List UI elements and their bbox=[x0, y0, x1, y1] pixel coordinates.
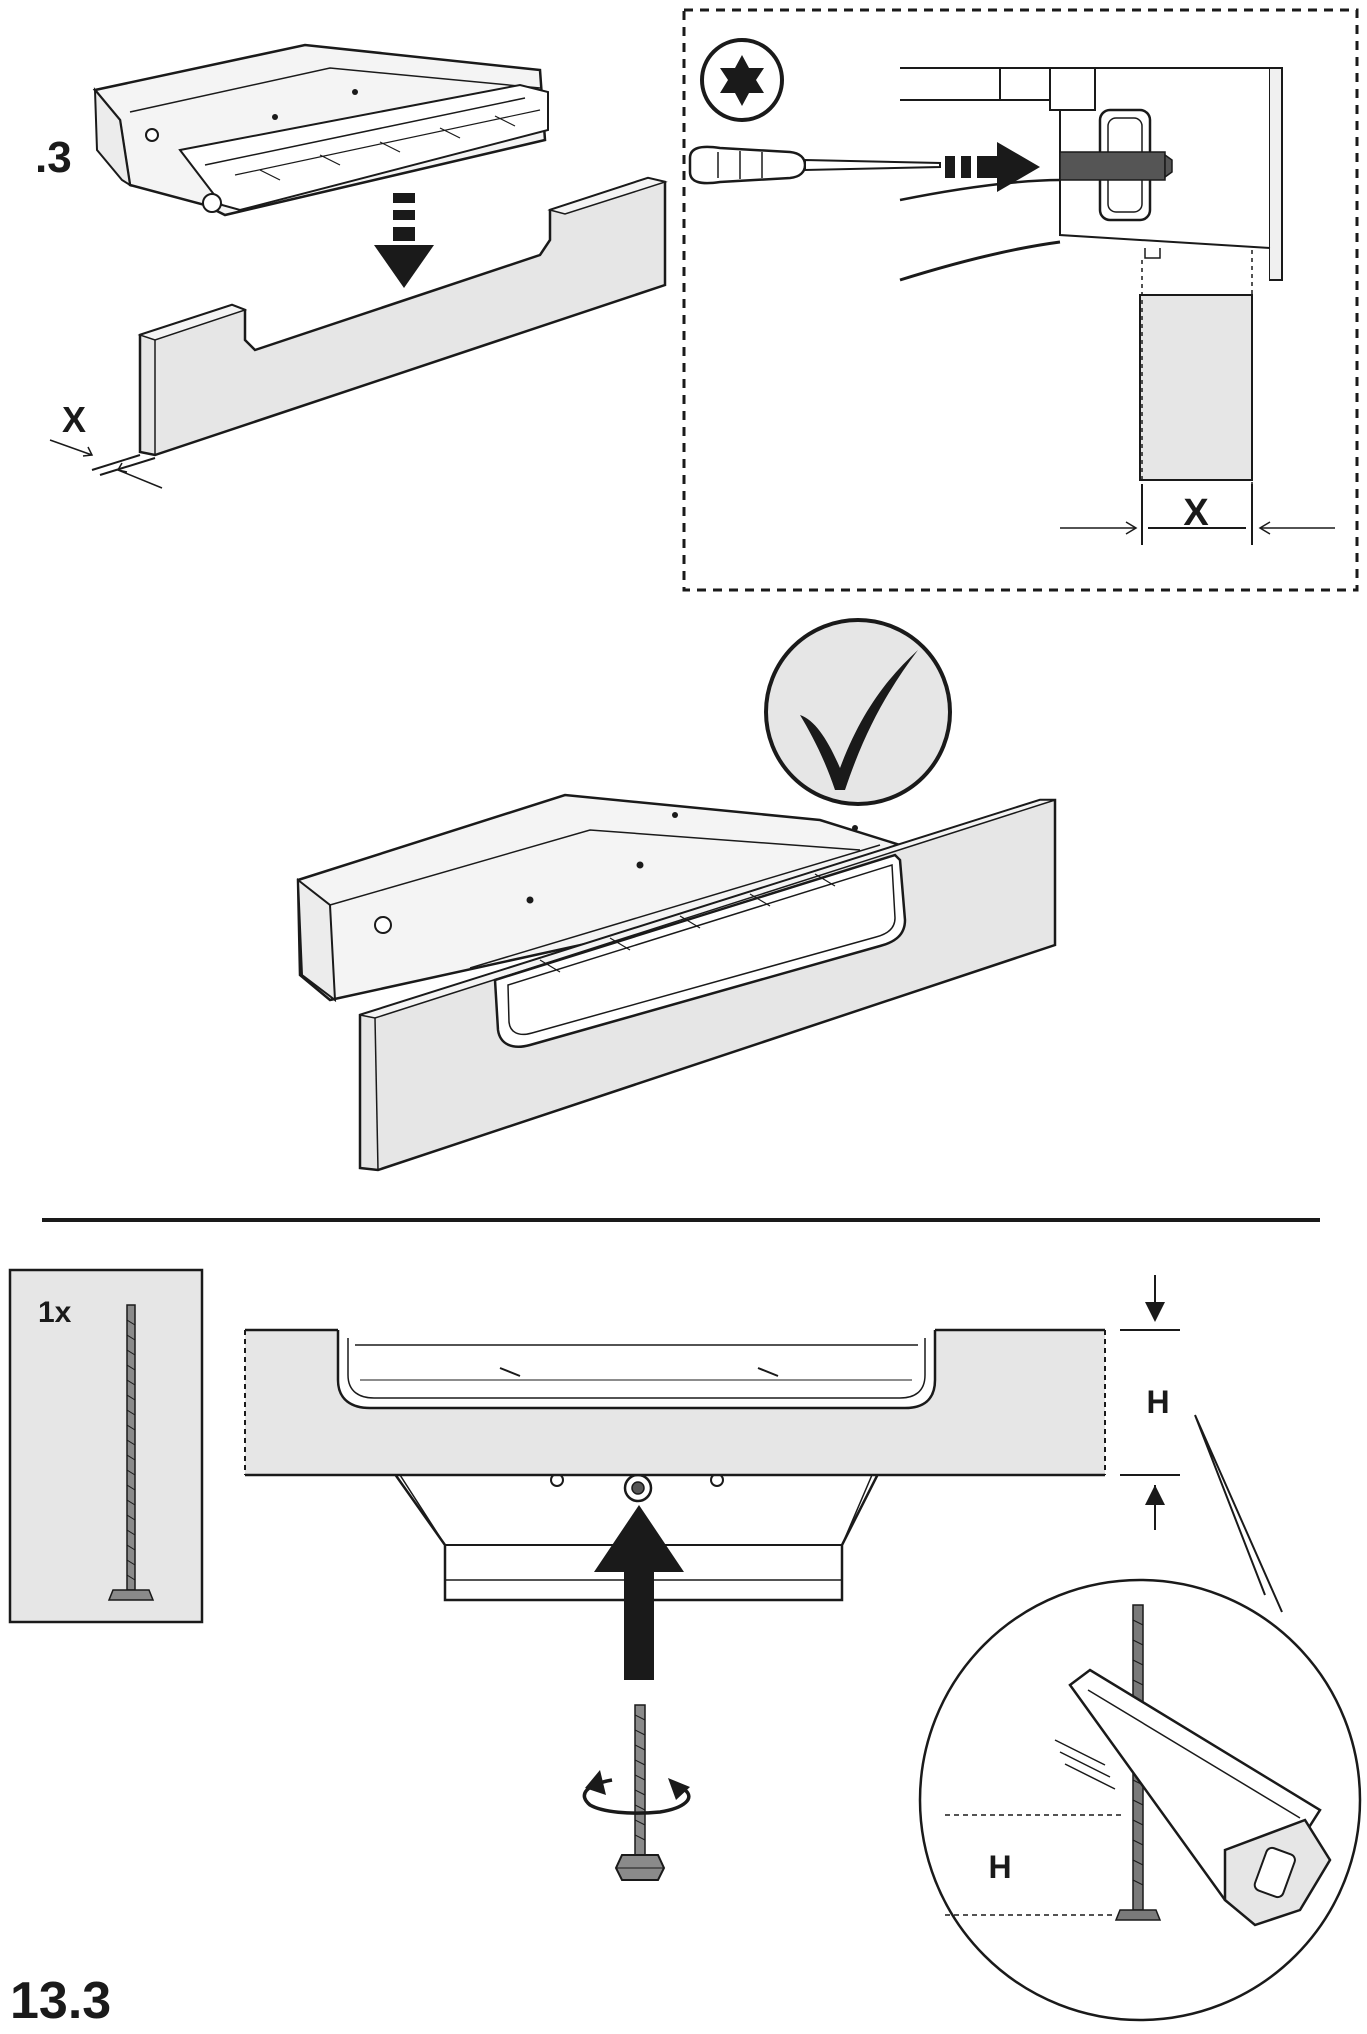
height-dimension-top: H bbox=[1120, 1275, 1180, 1530]
rotate-icon bbox=[582, 1770, 691, 1815]
bolt-cut-detail: H bbox=[918, 1414, 1362, 2022]
front-panel-elevation bbox=[244, 1328, 1106, 1477]
drawer-unit-top bbox=[92, 43, 549, 217]
thickness-dimension-left: X bbox=[49, 399, 163, 489]
hacksaw-icon bbox=[1054, 1668, 1332, 1927]
hardware-quantity-box: 1x bbox=[8, 1268, 204, 1624]
quantity-label: 1x bbox=[38, 1296, 72, 1329]
dimension-label-x-right: X bbox=[1183, 492, 1209, 534]
check-icon bbox=[764, 618, 952, 806]
front-panel-top bbox=[137, 176, 668, 457]
dimension-label-h-top: H bbox=[1146, 1384, 1169, 1420]
leveling-bolt-icon bbox=[107, 1304, 155, 1601]
cabinet-frame-detail bbox=[899, 67, 1283, 282]
panel-front-view: H bbox=[244, 1275, 1180, 1881]
height-dimension-detail: H bbox=[945, 1814, 1125, 1916]
step-fragment-label: .3 bbox=[35, 133, 72, 182]
mounted-result-illustration bbox=[296, 618, 1057, 1172]
screwdriver-icon bbox=[688, 145, 941, 185]
torx-star-icon bbox=[700, 38, 784, 122]
drawer-lowering-illustration: X .3 bbox=[35, 43, 668, 489]
dimension-label-h-detail: H bbox=[988, 1849, 1011, 1885]
leveling-bolt-insert bbox=[614, 1704, 666, 1881]
right-arrow-icon bbox=[945, 142, 1040, 192]
screw-detail-box: X bbox=[682, 8, 1359, 592]
front-panel-mounted bbox=[358, 798, 1057, 1172]
panel-cross-section: X bbox=[1060, 250, 1335, 545]
dimension-label-x-left: X bbox=[62, 399, 86, 440]
section-number: 13.3 bbox=[10, 1972, 111, 2030]
down-arrow-icon bbox=[374, 193, 434, 288]
up-arrow-icon bbox=[594, 1505, 684, 1680]
